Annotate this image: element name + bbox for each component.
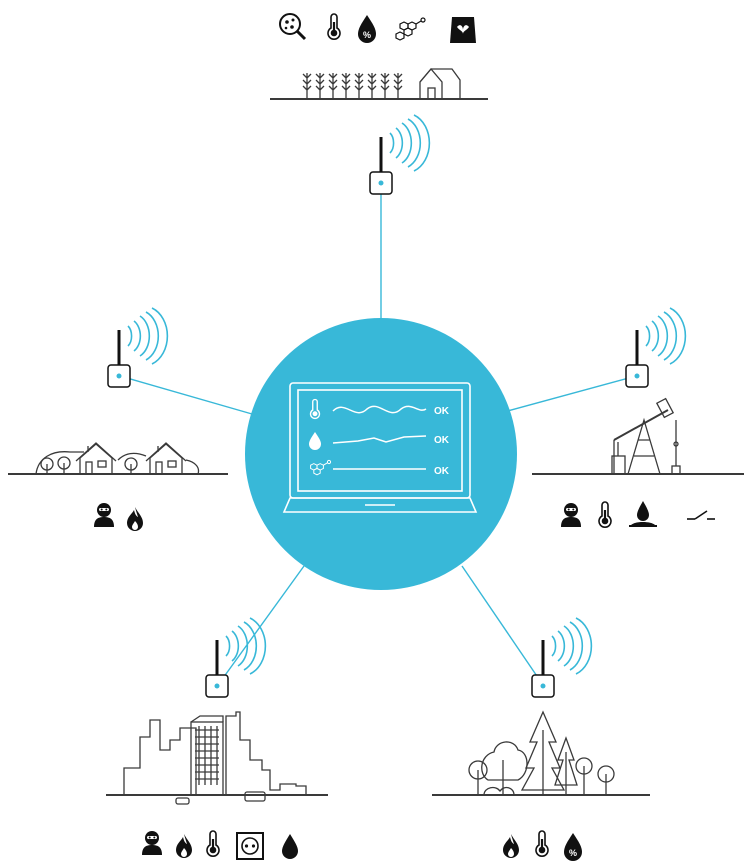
tree — [597, 765, 615, 795]
sensor-node-city — [205, 617, 267, 698]
intruder-icon — [142, 831, 162, 855]
oilfield-sensor-icons — [561, 501, 715, 528]
wireless-signal-icon — [127, 307, 169, 365]
link-forest — [461, 565, 544, 686]
humidity-drop-icon — [358, 15, 376, 43]
status-ok-label: OK — [434, 406, 450, 417]
forest-sensor-icons — [503, 830, 582, 861]
screen-row-water: OK — [309, 432, 450, 450]
van — [244, 791, 266, 802]
wireless-signal-icon — [645, 307, 687, 365]
pumpjack — [613, 397, 675, 475]
status-ok-label: OK — [434, 435, 450, 446]
leak-icon — [629, 501, 657, 527]
flame-icon — [127, 507, 143, 531]
thermometer-icon — [598, 501, 612, 528]
screen-row-gas: OK — [310, 459, 450, 477]
wireless-signal-icon — [389, 114, 431, 172]
temperature-trend-line — [332, 405, 427, 414]
molecule-icon — [395, 17, 426, 41]
sensor-node-forest — [531, 617, 593, 698]
sensor-node-village — [107, 307, 169, 388]
sensor-node-oilfield — [625, 307, 687, 388]
skyscraper — [190, 715, 224, 796]
thermometer-icon — [535, 830, 549, 857]
water-trend-line — [332, 435, 427, 444]
flame-icon — [503, 834, 519, 858]
oilfield-scene — [532, 397, 744, 475]
wheat-field — [302, 73, 403, 99]
switch-icon — [687, 510, 715, 520]
wireless-signal-icon — [551, 617, 593, 675]
flame-icon — [176, 834, 192, 858]
humidity-drop-icon — [564, 833, 582, 861]
monitoring-hub: OK OK OK — [245, 318, 517, 590]
wellhead — [671, 420, 681, 475]
soil-bag-icon — [450, 17, 476, 43]
connection-lines — [119, 189, 637, 686]
tree — [124, 457, 138, 474]
sensor-node-farm — [369, 114, 431, 195]
tree — [468, 760, 488, 795]
city-scene — [106, 711, 328, 805]
pine-tree — [520, 710, 566, 795]
forest-scene — [432, 710, 650, 796]
molecule-icon — [310, 459, 332, 476]
screen-row-temperature: OK — [309, 398, 450, 420]
intruder-icon — [94, 503, 114, 527]
status-ok-label: OK — [434, 466, 450, 477]
house — [145, 442, 187, 475]
village-scene — [8, 442, 228, 475]
link-oilfield — [503, 375, 637, 413]
house — [75, 442, 117, 475]
farm-sensor-icons — [279, 13, 476, 43]
storage-tank — [611, 442, 626, 475]
pine-tree — [554, 736, 578, 795]
water-drop-icon — [309, 432, 321, 450]
tree — [57, 456, 71, 474]
city-sensor-icons — [142, 830, 298, 860]
thermometer-icon — [309, 398, 321, 420]
intruder-icon — [561, 503, 581, 527]
tree — [40, 457, 54, 474]
thermometer-icon — [327, 13, 341, 40]
water-drop-icon — [282, 834, 298, 859]
laptop-icon — [282, 382, 478, 513]
hub-circle — [245, 318, 517, 590]
tree — [575, 757, 593, 795]
thermometer-icon — [206, 830, 220, 857]
wireless-signal-icon — [225, 617, 267, 675]
magnifier-bacteria-icon — [279, 13, 307, 41]
farm-scene — [270, 67, 488, 100]
farmhouse — [419, 67, 461, 100]
link-city — [217, 565, 305, 686]
power-socket-icon — [236, 832, 264, 860]
village-sensor-icons — [94, 503, 143, 531]
car — [175, 797, 190, 805]
link-village — [119, 375, 253, 415]
